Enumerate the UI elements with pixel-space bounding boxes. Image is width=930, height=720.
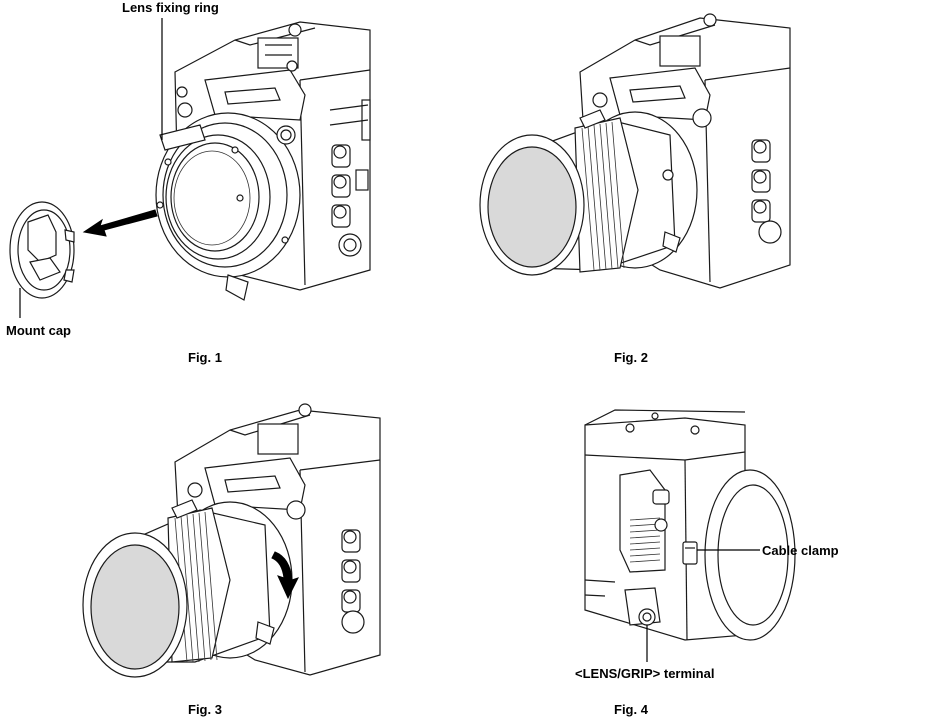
figure-2-caption: Fig. 2 [614, 350, 648, 365]
figure-3 [60, 400, 390, 700]
cable-clamp-label: Cable clamp [762, 543, 839, 558]
figure-2 [470, 0, 800, 370]
figure-3-illustration [82, 403, 381, 678]
figure-1: Lens fixing ring Mount cap [0, 0, 400, 370]
figure-2-illustration [479, 13, 791, 289]
lens-drawing [82, 499, 293, 678]
figure-3-caption: Fig. 3 [188, 702, 222, 717]
figure-4-illustration [584, 409, 796, 662]
rotation-arrow-icon [271, 551, 299, 600]
figure-1-caption: Fig. 1 [188, 350, 222, 365]
camera-body-drawing [584, 409, 796, 641]
lens-drawing [479, 109, 698, 276]
figure-4-caption: Fig. 4 [614, 702, 648, 717]
figure-4: Cable clamp <LENS/GRIP> terminal [575, 400, 925, 690]
direction-arrow-icon [82, 209, 158, 237]
mount-cap-drawing [9, 201, 75, 299]
lens-mount-drawing [155, 112, 301, 301]
figure-1-illustration [9, 18, 371, 318]
lens-grip-terminal-label: <LENS/GRIP> terminal [575, 666, 715, 681]
lens-fixing-ring-label: Lens fixing ring [122, 0, 219, 15]
mount-cap-label: Mount cap [6, 323, 71, 338]
